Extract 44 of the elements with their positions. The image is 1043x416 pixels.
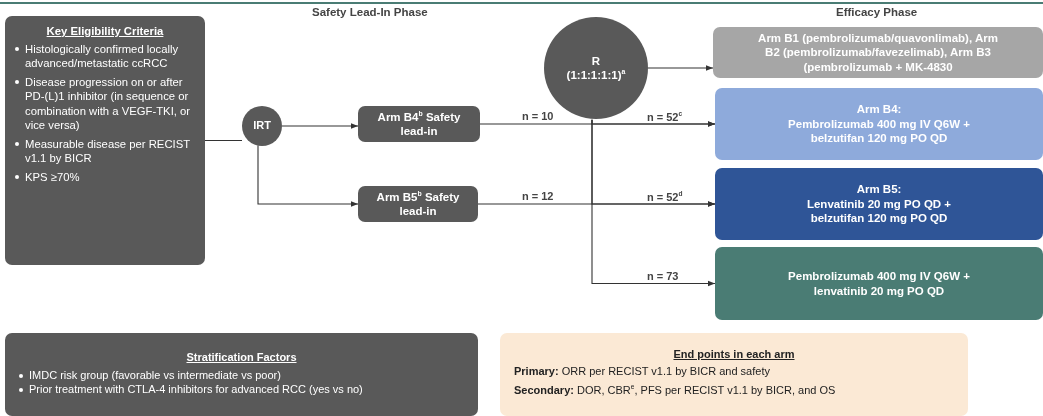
arrow	[281, 123, 359, 129]
arrow	[257, 145, 359, 207]
box-text: Pembrolizumab 400 mg IV Q6W + belzutifan 120 mg PO QD	[787, 116, 971, 146]
stratification-panel	[5, 333, 478, 416]
safety-arm-box	[358, 186, 478, 222]
treatment-arm-box	[715, 88, 1043, 160]
box-text: Lenvatinib 20 mg PO QD + belzutifan 120 mg PO QD	[805, 196, 953, 226]
endpoints-panel	[500, 333, 968, 416]
phase-heading: Safety Lead-In Phase	[312, 6, 428, 18]
panel-heading: Key Eligibility Criteria	[46, 24, 164, 39]
edge-label: n = 52$^{d}$	[645, 190, 685, 203]
bullet-text: Histologically confirmed locally advanced/metastatic ccRCC	[25, 42, 180, 71]
box-text: (1:1:1:1:1)$^{a}$	[566, 68, 626, 83]
endpoint-text: Secondary: DOR, CBR$^{e}$, PFS per RECIST v1.1 by BICR, and OS	[514, 383, 836, 398]
treatment-arm-box	[715, 168, 1043, 240]
safety-arm-box	[358, 106, 480, 142]
bullet-text: Measurable disease per RECIST v1.1 by BICR	[25, 136, 191, 165]
endpoint-text: Primary: ORR per RECIST v1.1 by BICR and safety	[514, 365, 770, 380]
edge-label: n = 10	[520, 110, 556, 122]
box-text: Arm B5$^{b}$ Safety lead-in	[375, 189, 461, 219]
bullet-text: KPS ≥70%	[25, 170, 80, 185]
box-text: Arm B4$^{b}$ Safety lead-in	[376, 109, 462, 139]
arrow	[591, 119, 716, 287]
bullet-text: IMDC risk group (favorable vs intermediate vs poor)	[29, 368, 281, 383]
box-text: IRT	[253, 119, 271, 133]
treatment-arm-box	[715, 247, 1043, 320]
bullet-text: Disease progression on or after PD-(L)1 inhibitor (in sequence or combination with a VEGF-TKI, or vice versa)	[25, 75, 192, 132]
box-text: Arm B4:	[856, 102, 902, 117]
criteria-panel	[5, 16, 205, 265]
edge-label: n = 73	[645, 270, 681, 282]
box-text: Arm B1 (pembrolizumab/quavonlimab), Arm B2 (pembrolizumab/favezelimab), Arm B3 (pembrolizumab + MK-4830	[757, 30, 999, 75]
treatment-arm-box	[713, 27, 1043, 78]
irt-circle	[242, 106, 282, 146]
arrow	[591, 119, 716, 127]
box-text: R	[591, 53, 601, 68]
edge-label: n = 52$^{c}$	[645, 110, 685, 123]
box-text: Pembrolizumab 400 mg IV Q6W + lenvatinib 20 mg PO QD	[787, 269, 971, 298]
panel-heading: End points in each arm	[673, 347, 795, 362]
box-text: Arm B5:	[856, 182, 902, 197]
panel-heading: Stratification Factors	[186, 350, 297, 365]
connector-line	[204, 139, 243, 142]
bullet-text: Prior treatment with CTLA-4 inhibitors for advanced RCC (yes vs no)	[29, 383, 363, 398]
edge-label: n = 12	[520, 190, 556, 202]
arrow	[647, 65, 714, 71]
